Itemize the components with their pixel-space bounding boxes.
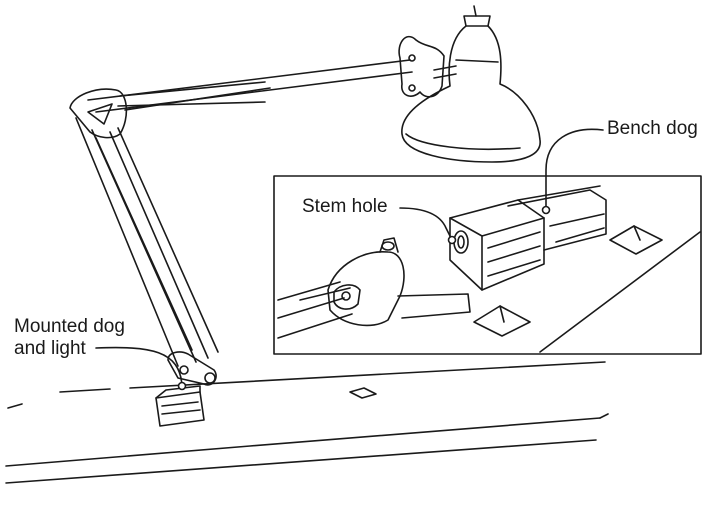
dog-hole-small (349, 387, 377, 399)
label-mounted-line2: and light (14, 338, 86, 359)
lamp-elbow-joint (69, 88, 128, 139)
leader-bench-dog (545, 128, 604, 211)
lamp-head-bracket (398, 35, 457, 98)
leader-mounted-dog (95, 346, 183, 387)
inset-bench-dog (449, 185, 607, 291)
leader-stem-hole-dot (447, 235, 457, 245)
inset-dog-holes (473, 225, 663, 337)
lamp-arm-upper (87, 59, 413, 113)
label-mounted-dog-and-light: Mounted dog and light (14, 316, 125, 360)
inset-lamp-stem (277, 237, 471, 339)
inset-bench-edge (539, 231, 701, 353)
workbench-edges (5, 361, 609, 484)
lamp-shade (401, 5, 541, 163)
label-stem-hole: Stem hole (302, 196, 388, 217)
leader-stem-hole (399, 207, 453, 241)
label-bench-dog: Bench dog (607, 118, 698, 139)
leader-bench-dog-dot (541, 205, 551, 215)
lamp-arm-lower (75, 117, 219, 367)
label-mounted-line1: Mounted dog (14, 316, 125, 337)
leader-mounted-dog-dot (177, 381, 187, 391)
mounted-dog-block (155, 351, 217, 427)
